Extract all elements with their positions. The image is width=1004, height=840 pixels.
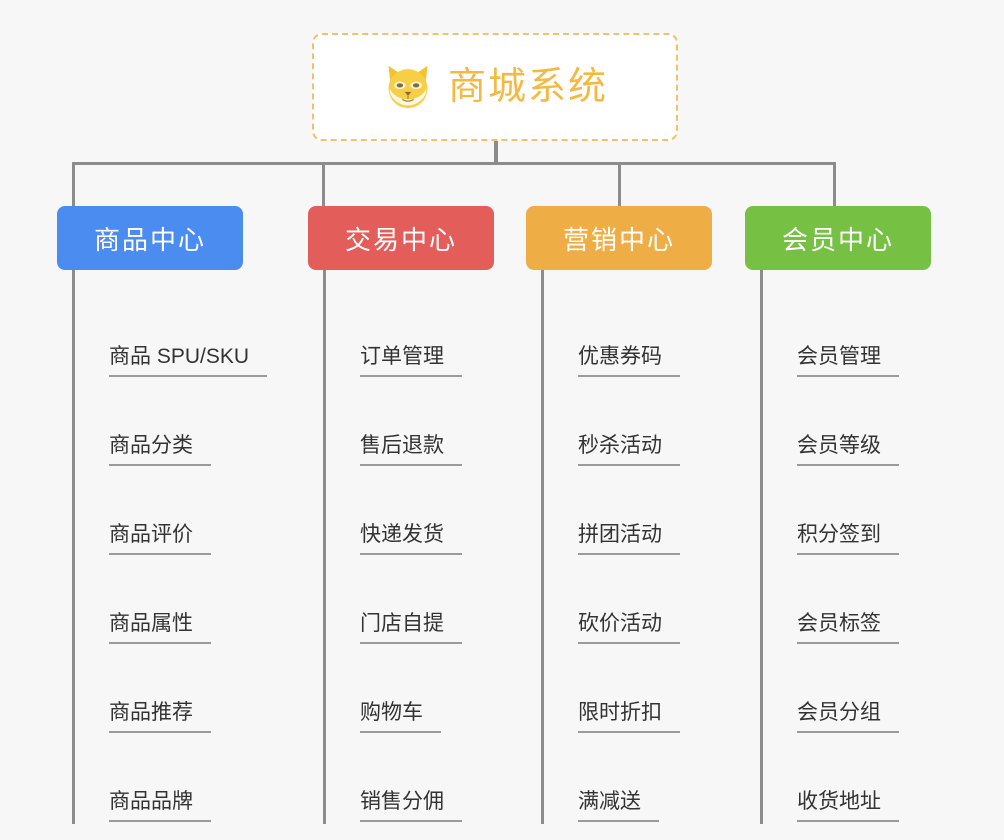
list-item[interactable]: 快递发货 bbox=[326, 466, 513, 555]
branch-spine-member: 会员管理 会员等级 积分签到 会员标签 会员分组 收货地址 bbox=[760, 270, 950, 824]
leaf-label: 门店自提 bbox=[360, 612, 462, 644]
list-item[interactable]: 会员标签 bbox=[763, 555, 950, 644]
leaf-label: 秒杀活动 bbox=[578, 434, 680, 466]
category-header-label: 交易中心 bbox=[344, 224, 457, 255]
category-column-product: 商品中心 商品 SPU/SKU 商品分类 商品评价 商品属性 商品推荐 商品品牌 bbox=[57, 206, 268, 824]
list-item[interactable]: 秒杀活动 bbox=[544, 377, 731, 466]
leaf-label: 积分签到 bbox=[797, 523, 899, 555]
leaf-label: 销售分佣 bbox=[360, 790, 462, 822]
leaf-label: 售后退款 bbox=[360, 434, 462, 466]
leaf-label: 会员管理 bbox=[797, 345, 899, 377]
list-item[interactable]: 销售分佣 bbox=[326, 733, 513, 822]
category-header-marketing[interactable]: 营销中心 bbox=[526, 206, 712, 270]
list-item[interactable]: 商品 SPU/SKU bbox=[75, 288, 268, 377]
leaf-label: 会员标签 bbox=[797, 612, 899, 644]
list-item[interactable]: 售后退款 bbox=[326, 377, 513, 466]
list-item[interactable]: 会员分组 bbox=[763, 644, 950, 733]
category-column-trade: 交易中心 订单管理 售后退款 快递发货 门店自提 购物车 销售分佣 bbox=[308, 206, 513, 824]
connector-horizontal-bus bbox=[73, 162, 836, 165]
shiba-dog-icon bbox=[388, 65, 428, 109]
leaf-label: 商品分类 bbox=[109, 434, 211, 466]
leaf-label: 砍价活动 bbox=[578, 612, 680, 644]
leaf-label: 商品品牌 bbox=[109, 790, 211, 822]
leaf-label: 限时折扣 bbox=[578, 701, 680, 733]
list-item[interactable]: 会员等级 bbox=[763, 377, 950, 466]
category-header-label: 商品中心 bbox=[93, 224, 206, 255]
list-item[interactable]: 订单管理 bbox=[326, 288, 513, 377]
list-item[interactable]: 优惠券码 bbox=[544, 288, 731, 377]
leaf-label: 会员等级 bbox=[797, 434, 899, 466]
category-header-member[interactable]: 会员中心 bbox=[745, 206, 931, 270]
list-item[interactable]: 商品品牌 bbox=[75, 733, 262, 822]
connector-root-stem bbox=[494, 141, 498, 164]
leaf-label: 商品评价 bbox=[109, 523, 211, 555]
root-node-label: 商城系统 bbox=[447, 66, 608, 108]
leaf-label: 商品属性 bbox=[109, 612, 211, 644]
category-header-label: 营销中心 bbox=[562, 224, 675, 255]
leaf-label: 订单管理 bbox=[360, 345, 462, 377]
leaf-label: 会员分组 bbox=[797, 701, 899, 733]
branch-spine-product: 商品 SPU/SKU 商品分类 商品评价 商品属性 商品推荐 商品品牌 bbox=[72, 270, 268, 824]
leaf-label: 商品 SPU/SKU bbox=[109, 345, 268, 377]
branch-spine-trade: 订单管理 售后退款 快递发货 门店自提 购物车 销售分佣 bbox=[323, 270, 513, 824]
list-item[interactable]: 商品属性 bbox=[75, 555, 262, 644]
category-column-marketing: 营销中心 优惠券码 秒杀活动 拼团活动 砍价活动 限时折扣 满减送 bbox=[526, 206, 731, 824]
list-item[interactable]: 拼团活动 bbox=[544, 466, 731, 555]
list-item[interactable]: 购物车 bbox=[326, 644, 513, 733]
leaf-label: 优惠券码 bbox=[578, 345, 680, 377]
connector-drop-4 bbox=[833, 162, 836, 208]
list-item[interactable]: 限时折扣 bbox=[544, 644, 731, 733]
list-item[interactable]: 门店自提 bbox=[326, 555, 513, 644]
list-item[interactable]: 收货地址 bbox=[763, 733, 950, 822]
category-header-product[interactable]: 商品中心 bbox=[57, 206, 243, 270]
list-item[interactable]: 积分签到 bbox=[763, 466, 950, 555]
root-node[interactable]: 商城系统 bbox=[312, 33, 678, 141]
leaf-label: 快递发货 bbox=[360, 523, 462, 555]
leaf-label: 商品推荐 bbox=[109, 701, 211, 733]
leaf-label: 满减送 bbox=[578, 790, 659, 822]
leaf-label: 购物车 bbox=[360, 701, 441, 733]
connector-drop-1 bbox=[72, 162, 75, 208]
branch-spine-marketing: 优惠券码 秒杀活动 拼团活动 砍价活动 限时折扣 满减送 bbox=[541, 270, 731, 824]
list-item[interactable]: 砍价活动 bbox=[544, 555, 731, 644]
list-item[interactable]: 商品分类 bbox=[75, 377, 262, 466]
list-item[interactable]: 商品推荐 bbox=[75, 644, 262, 733]
list-item[interactable]: 商品评价 bbox=[75, 466, 262, 555]
category-header-trade[interactable]: 交易中心 bbox=[308, 206, 494, 270]
leaf-label: 收货地址 bbox=[797, 790, 899, 822]
category-column-member: 会员中心 会员管理 会员等级 积分签到 会员标签 会员分组 收货地址 bbox=[745, 206, 950, 824]
connector-drop-2 bbox=[322, 162, 325, 208]
connector-drop-3 bbox=[618, 162, 621, 208]
list-item[interactable]: 满减送 bbox=[544, 733, 731, 822]
list-item[interactable]: 会员管理 bbox=[763, 288, 950, 377]
category-header-label: 会员中心 bbox=[781, 224, 894, 255]
leaf-label: 拼团活动 bbox=[578, 523, 680, 555]
